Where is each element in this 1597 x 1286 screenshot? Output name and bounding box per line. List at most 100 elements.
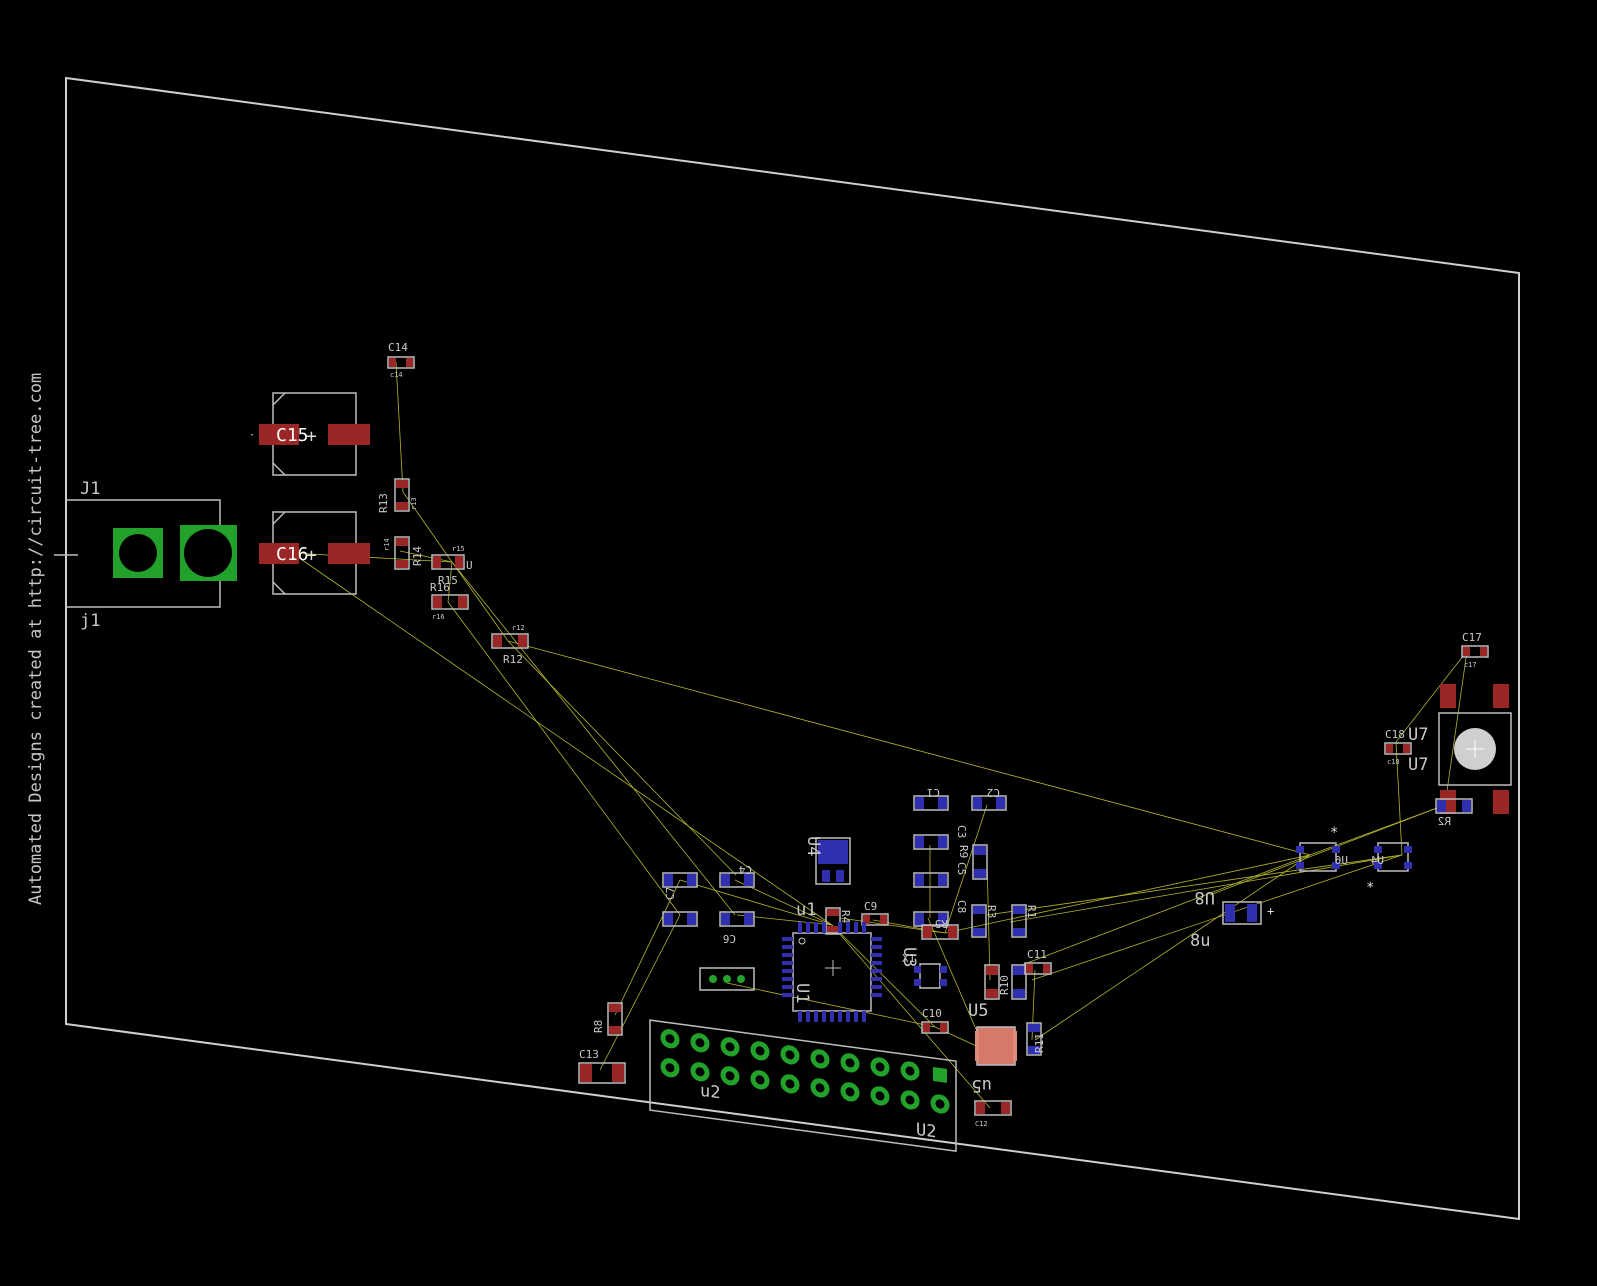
label-C1: C1 bbox=[927, 786, 940, 799]
label-C2: C2 bbox=[987, 786, 1000, 799]
label-C15: C15 bbox=[276, 425, 309, 446]
label-C17: C17 bbox=[1462, 631, 1482, 644]
resistor-r1: R1 bbox=[1011, 904, 1038, 938]
header-u2: u2 U2 bbox=[649, 1019, 957, 1152]
label-r16: r16 bbox=[432, 613, 445, 621]
label-C11: C11 bbox=[1027, 948, 1047, 961]
label-u1: u1 bbox=[796, 900, 816, 920]
label-r12: r12 bbox=[512, 624, 525, 632]
label-C4: C4 bbox=[738, 863, 752, 876]
resistor-r12: r12 R12 bbox=[491, 624, 529, 666]
svg-text:*: * bbox=[1366, 880, 1374, 896]
label-R4: R4 bbox=[839, 910, 852, 924]
label-X1: X1 bbox=[902, 952, 915, 965]
label-R8: R8 bbox=[592, 1020, 605, 1033]
capacitor-c6: C6 bbox=[719, 911, 755, 945]
chip-u5: U5 u5 bbox=[968, 1001, 1017, 1095]
capacitor-c3: C3 bbox=[913, 825, 968, 850]
label-c14: c14 bbox=[390, 371, 403, 379]
connector-j1: J1 j1 bbox=[54, 479, 237, 631]
label-c18: c18 bbox=[1387, 758, 1400, 766]
resistor-r4: R4 bbox=[825, 907, 852, 935]
label-C3: C3 bbox=[955, 825, 968, 838]
label-C13: C13 bbox=[579, 1048, 599, 1061]
svg-text:·: · bbox=[249, 430, 255, 441]
label-r15: r15 bbox=[452, 545, 465, 553]
component-u4: * U4 bbox=[1366, 842, 1412, 896]
label-R15: R15 bbox=[438, 574, 458, 587]
u1-pins bbox=[782, 922, 882, 1022]
capacitor-c11: C11 bbox=[1024, 948, 1052, 975]
resistor-r10: R10 bbox=[984, 964, 1027, 1000]
capacitor-c18: C18 c18 bbox=[1384, 728, 1412, 766]
label-C14: C14 bbox=[388, 341, 408, 354]
capacitor-c10: C10 bbox=[921, 1007, 949, 1034]
label-r14: r14 bbox=[383, 538, 391, 551]
capacitor-c4: C4 bbox=[719, 863, 755, 888]
label-j1: j1 bbox=[80, 611, 100, 631]
label-R5: R5 bbox=[935, 917, 948, 930]
capacitor-c15: · C15 + bbox=[249, 392, 370, 476]
component-u8: + U8 8u bbox=[1190, 887, 1274, 951]
label-u2: u2 bbox=[700, 1081, 720, 1104]
ratsnest bbox=[291, 361, 1468, 1109]
label-R11: R11 bbox=[1033, 1033, 1046, 1053]
label-c17: c17 bbox=[1464, 661, 1477, 669]
resistor-r2: R2 bbox=[1435, 798, 1473, 828]
label-r13: r13 bbox=[410, 497, 418, 510]
label-U4: U4 bbox=[1370, 854, 1384, 867]
label-U15: U bbox=[466, 559, 473, 572]
label-C5: C5 bbox=[955, 862, 968, 875]
capacitor-c7b bbox=[662, 911, 698, 927]
label-u8: 8u bbox=[1190, 931, 1210, 951]
u2-row-bottom bbox=[660, 1058, 950, 1114]
label-U3: U3 bbox=[899, 947, 919, 967]
resistor-r13: R13 r13 bbox=[377, 478, 418, 513]
capacitor-c14: C14 c14 bbox=[387, 341, 415, 379]
crystal-x1: U3 X1 bbox=[899, 947, 947, 989]
chip-u1: U1 u1 bbox=[782, 900, 882, 1022]
capacitor-c1: C1 bbox=[913, 786, 949, 811]
label-R9: R9 bbox=[957, 845, 970, 858]
u2-row-top bbox=[660, 1029, 920, 1081]
label-U1: U1 bbox=[792, 983, 812, 1003]
resistor-r9: R9 bbox=[957, 844, 988, 880]
svg-text:+: + bbox=[1267, 904, 1274, 918]
label-U7-mirror: U7 bbox=[1408, 755, 1428, 775]
label-C16: C16 bbox=[276, 544, 309, 565]
svg-text:+: + bbox=[306, 426, 317, 447]
label-R3: R3 bbox=[985, 905, 998, 918]
label-R13: R13 bbox=[377, 493, 390, 513]
label-C12: C12 bbox=[975, 1120, 988, 1128]
component-u6: * U6 bbox=[1296, 825, 1348, 872]
label-U6: U6 bbox=[1335, 854, 1348, 867]
capacitor-c7: C7 bbox=[662, 872, 698, 900]
label-J1: J1 bbox=[80, 479, 100, 499]
label-C8: C8 bbox=[955, 900, 968, 913]
label-u5: u5 bbox=[972, 1075, 992, 1095]
capacitor-c5: C5 bbox=[913, 862, 968, 888]
label-U2: U2 bbox=[916, 1120, 936, 1143]
label-R12: R12 bbox=[503, 653, 523, 666]
label-C10: C10 bbox=[922, 1007, 942, 1020]
resistor-r3: R3 bbox=[971, 904, 998, 938]
board-outline bbox=[65, 76, 1520, 1221]
capacitor-c12: C12 bbox=[974, 1100, 1012, 1128]
label-U4-top: U4 bbox=[803, 836, 823, 856]
label-U5: U5 bbox=[968, 1001, 988, 1021]
label-U8: U8 bbox=[1195, 887, 1215, 907]
label-R1: R1 bbox=[1025, 905, 1038, 918]
label-R16: R16 bbox=[430, 581, 450, 594]
label-U7: U7 bbox=[1408, 725, 1428, 745]
component-u4-top: U4 bbox=[803, 836, 851, 885]
label-R14: R14 bbox=[411, 546, 424, 566]
label-R10: R10 bbox=[998, 975, 1011, 995]
watermark-text: Automated Designs created at http://circ… bbox=[26, 373, 46, 905]
resistor-r11: R11 bbox=[1026, 1022, 1046, 1056]
resistor-r5: R5 bbox=[921, 917, 959, 940]
resistor-r8: R8 bbox=[592, 1002, 623, 1036]
capacitor-c16: C16 + bbox=[259, 511, 370, 595]
svg-text:+: + bbox=[306, 545, 317, 566]
svg-text:*: * bbox=[1330, 825, 1338, 841]
